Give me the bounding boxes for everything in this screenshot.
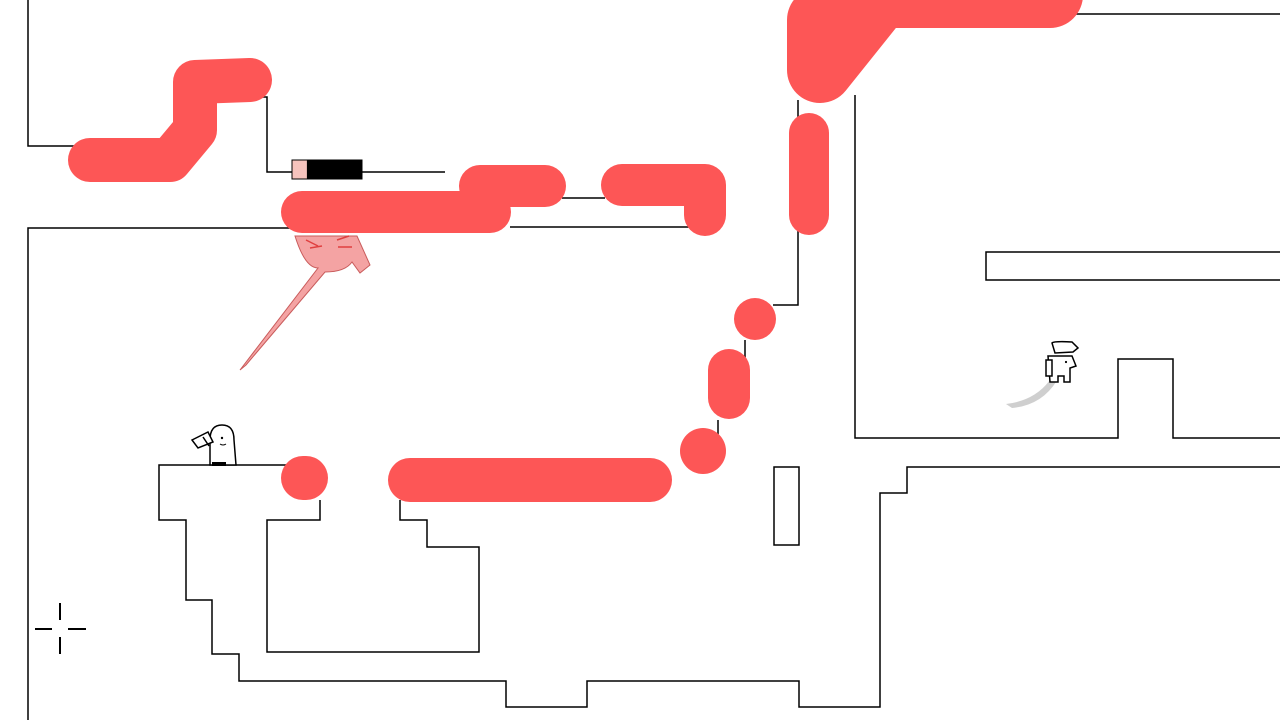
paint-blob-3 [680, 428, 726, 474]
wall-top-left [27, 0, 720, 228]
paint-top-right [787, 0, 1083, 103]
jumping-white-creature-icon[interactable] [1006, 340, 1080, 408]
player-with-paint-gun-icon[interactable] [190, 424, 237, 466]
wall-lower-left [266, 500, 480, 653]
paint-top-left [68, 58, 272, 182]
paint-ceiling-right [601, 164, 726, 236]
paint-blob-1 [734, 298, 776, 340]
paint-ceiling-left [281, 165, 566, 233]
health-bar [291, 159, 363, 180]
pillar [773, 466, 800, 546]
floating-platform [985, 251, 1280, 281]
wall-left-room-top [27, 227, 290, 720]
wall-ledge [158, 464, 1280, 708]
crosshair-icon [35, 603, 86, 654]
pink-tentacle-creature-icon[interactable] [239, 235, 371, 371]
paint-splatters [68, 0, 1083, 502]
